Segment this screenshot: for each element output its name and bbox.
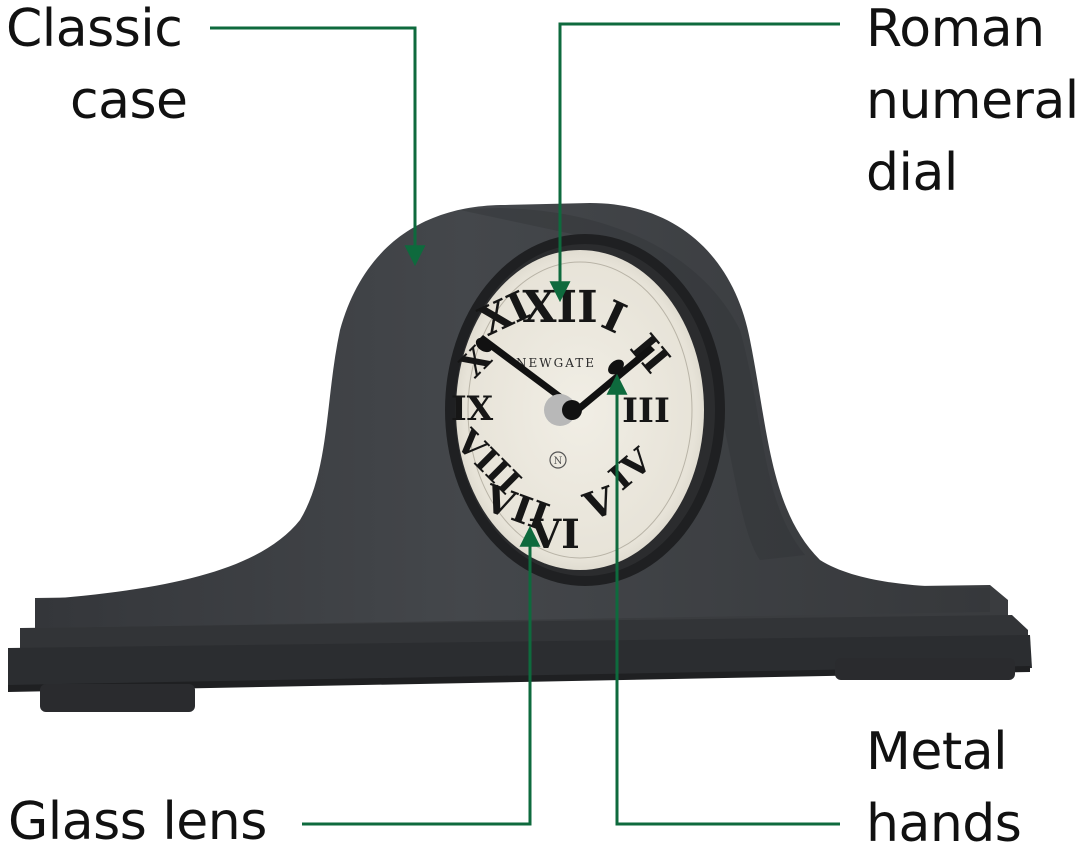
- numeral-ix: IX: [451, 389, 494, 429]
- callout-hands-line1: Metal: [866, 722, 1008, 782]
- clock-face: XII I II III IV V VI VII VIII IX X XI NE…: [445, 234, 725, 586]
- brand-monogram-icon: N: [549, 451, 567, 469]
- clock-foot-right: [835, 658, 1015, 680]
- callout-dial-line1: Roman: [866, 0, 1045, 59]
- leader-lines: [210, 22, 840, 826]
- leader-lens: [302, 525, 541, 826]
- clock-foot-left: [40, 684, 195, 712]
- minute-hand: [478, 335, 575, 410]
- callout-case-line2: case: [70, 71, 188, 131]
- callout-dial-line2: numeral: [866, 71, 1079, 131]
- callout-classic-case: Classic case: [6, 0, 188, 137]
- callout-glass-lens: Glass lens: [8, 786, 267, 858]
- brand-logo-text: NEWGATE: [516, 356, 596, 370]
- leader-dial: [549, 22, 840, 303]
- callout-hands-line2: hands: [866, 794, 1022, 854]
- callout-roman-numeral-dial: Roman numeral dial: [866, 0, 1079, 209]
- leader-hands: [606, 373, 840, 826]
- callout-case-line1: Classic: [6, 0, 183, 59]
- callout-lens-line1: Glass lens: [8, 792, 267, 852]
- callout-metal-hands: Metal hands: [866, 716, 1022, 860]
- leader-case: [210, 26, 426, 267]
- svg-text:N: N: [554, 456, 563, 467]
- callout-dial-line3: dial: [866, 143, 958, 203]
- numeral-iii: III: [622, 391, 670, 431]
